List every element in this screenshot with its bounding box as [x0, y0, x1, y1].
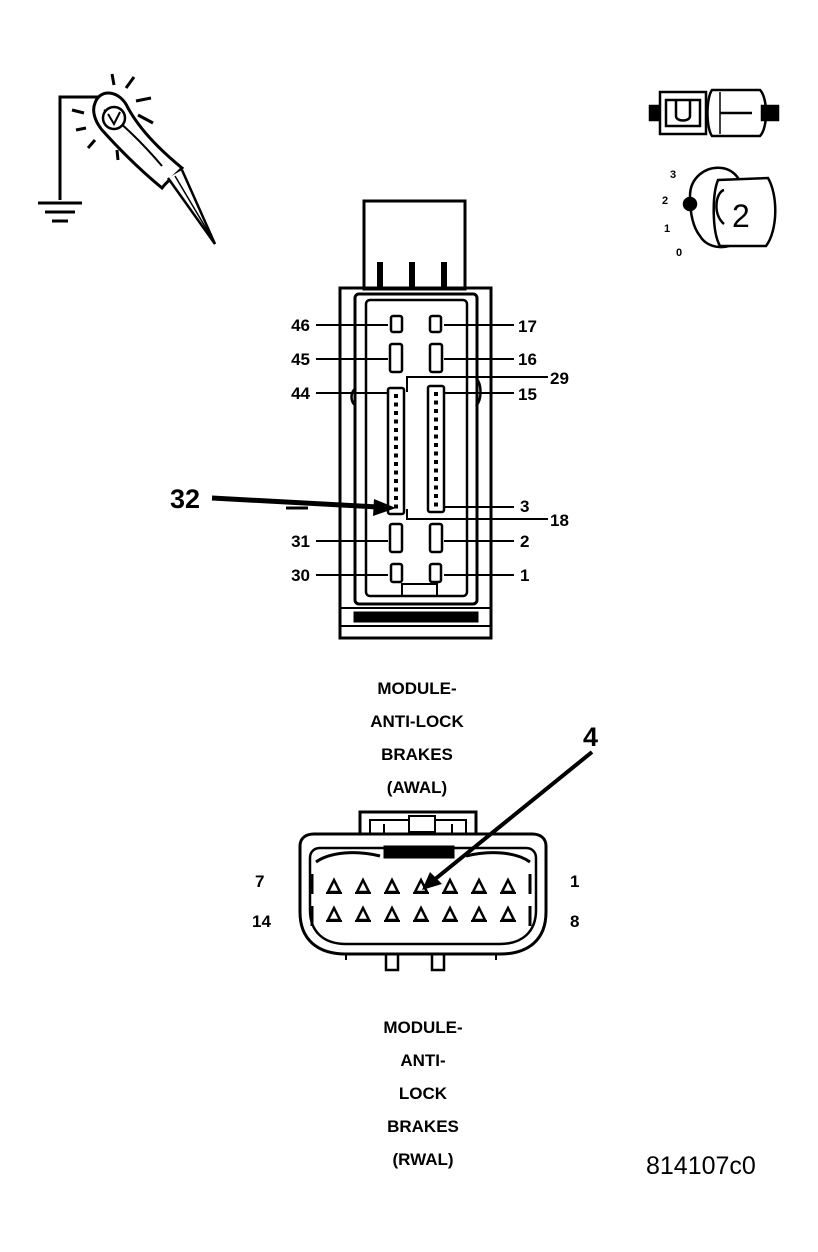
- multimeter-dial-icon: [682, 166, 777, 249]
- awal-pin-46: 46: [291, 316, 310, 335]
- awal-pin-cavity: [434, 400, 438, 405]
- awal-pin-17: 17: [518, 317, 537, 336]
- awal-pin-cavity: [394, 462, 398, 466]
- awal-pin-cavity: [434, 417, 438, 422]
- awal-pin-cavity: [434, 434, 438, 439]
- rwal-callout-4: 4: [583, 722, 599, 752]
- awal-title-line-4: (AWAL): [386, 778, 448, 797]
- awal-pin-cavity: [434, 502, 438, 507]
- figure-id: 814107c0: [646, 1152, 756, 1180]
- ground-probe-icon: [38, 73, 217, 245]
- awal-pin-2: 2: [520, 532, 530, 551]
- rwal-title-line-4: BRAKES: [387, 1117, 459, 1136]
- dial-position-3: 3: [670, 169, 677, 181]
- awal-module-title: MODULE- ANTI-LOCK BRAKES (AWAL): [307, 672, 527, 804]
- awal-pin-1: 1: [520, 566, 530, 585]
- dial-position-1: 1: [664, 223, 671, 235]
- rwal-title-line-3: LOCK: [398, 1084, 448, 1103]
- awal-pin-cavity: [394, 453, 398, 458]
- awal-pin-29: 29: [550, 369, 569, 388]
- awal-pin-cavity: [434, 409, 438, 413]
- awal-cavities: [386, 314, 446, 584]
- awal-pin-cavity: [434, 485, 438, 490]
- awal-pin-cavity: [394, 470, 398, 475]
- awal-small-pin-rows: [394, 392, 438, 509]
- awal-callout-32: 32: [170, 484, 201, 514]
- awal-title-line-3: BRAKES: [381, 745, 453, 764]
- awal-leader-lines: [286, 324, 548, 576]
- awal-pin-cavity: [434, 392, 438, 396]
- awal-pin-cavity: [434, 468, 438, 473]
- awal-pin-cavity: [394, 479, 398, 483]
- awal-pin-cavity: [394, 411, 398, 415]
- awal-pin-cavity: [434, 477, 438, 481]
- awal-pin-cavity: [394, 436, 398, 441]
- awal-pin-cavity: [394, 394, 398, 398]
- awal-pin-cavity: [434, 494, 438, 498]
- awal-pin-cavity: [394, 504, 398, 509]
- dial-position-2: 2: [662, 195, 669, 207]
- rwal-pin-14: 14: [252, 912, 271, 931]
- awal-pin-cavity: [434, 443, 438, 447]
- rwal-title-line-5: (RWAL): [392, 1150, 454, 1169]
- awal-pin-cavity: [394, 402, 398, 407]
- awal-pin-16: 16: [518, 350, 537, 369]
- awal-pin-cavity: [394, 487, 398, 492]
- awal-pin-31: 31: [291, 532, 310, 551]
- awal-pin-15: 15: [518, 385, 537, 404]
- awal-title-line-2: ANTI-LOCK: [370, 712, 464, 731]
- dial-selected-value: 2: [732, 198, 750, 234]
- awal-pin-cavity: [434, 426, 438, 430]
- awal-pin-cavity: [394, 496, 398, 500]
- rwal-pin-8: 8: [570, 912, 580, 931]
- callout-4-arrow: [422, 750, 594, 890]
- awal-pin-cavity: [394, 428, 398, 432]
- awal-pin-cavity: [434, 460, 438, 464]
- awal-pin-cavity: [394, 445, 398, 449]
- rwal-terminals: [325, 877, 517, 922]
- rwal-module-title: MODULE- ANTI- LOCK BRAKES (RWAL): [313, 1011, 533, 1176]
- awal-pin-3: 3: [520, 497, 530, 516]
- awal-pin-45: 45: [291, 350, 310, 369]
- awal-pin-18: 18: [550, 511, 569, 530]
- awal-connector-body: [338, 199, 493, 640]
- awal-pin-cavity: [434, 451, 438, 456]
- callout-32-arrow: [211, 495, 396, 516]
- rwal-pin-7: 7: [255, 872, 265, 891]
- rwal-pin-1: 1: [570, 872, 580, 891]
- rwal-title-line-2: ANTI-: [400, 1051, 446, 1070]
- awal-pin-30: 30: [291, 566, 310, 585]
- awal-pin-44: 44: [291, 384, 310, 403]
- awal-title-line-1: MODULE-: [377, 679, 457, 698]
- awal-pin-cavity: [394, 419, 398, 424]
- dial-position-0: 0: [676, 247, 683, 259]
- connector-plug-icon: [648, 88, 780, 138]
- rwal-title-line-1: MODULE-: [383, 1018, 463, 1037]
